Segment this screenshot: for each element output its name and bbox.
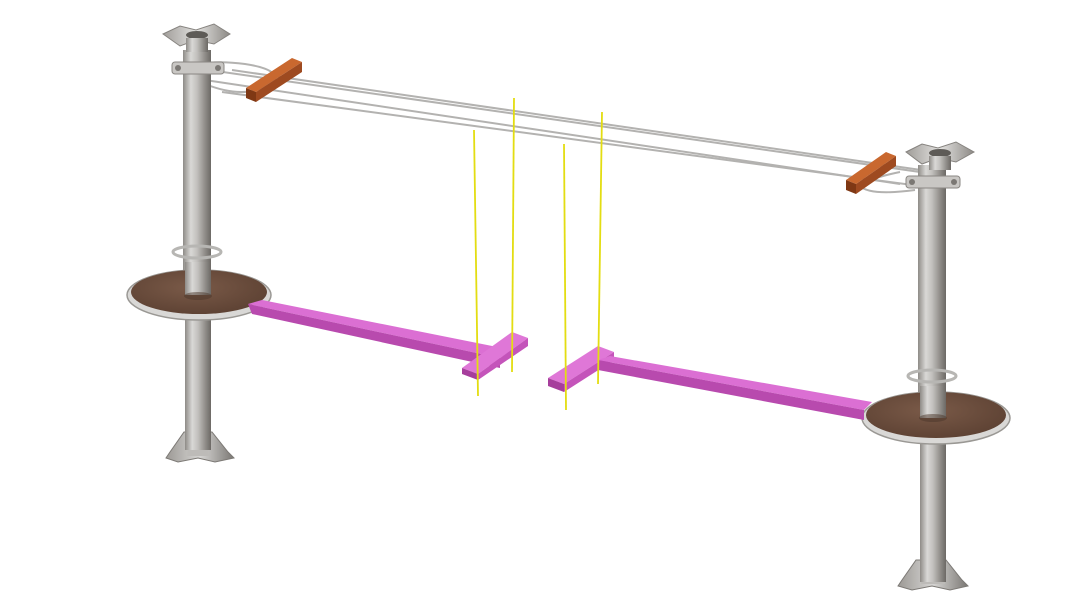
right-spreader-bar [846, 152, 896, 194]
rope-1 [473, 129, 479, 397]
rope-2 [511, 97, 515, 373]
wooden-spreader-bars [246, 58, 896, 194]
left-platform [126, 262, 272, 321]
rope-3 [563, 143, 567, 411]
left-spreader-bar [246, 58, 302, 102]
left-balance-beam [248, 300, 528, 380]
yellow-hanging-ropes [473, 97, 603, 411]
left-post [162, 23, 236, 463]
right-balance-beam [548, 346, 872, 420]
upper-cable-loop [184, 61, 936, 194]
right-post [897, 141, 976, 591]
rope-4 [597, 111, 603, 385]
right-platform [861, 386, 1011, 445]
